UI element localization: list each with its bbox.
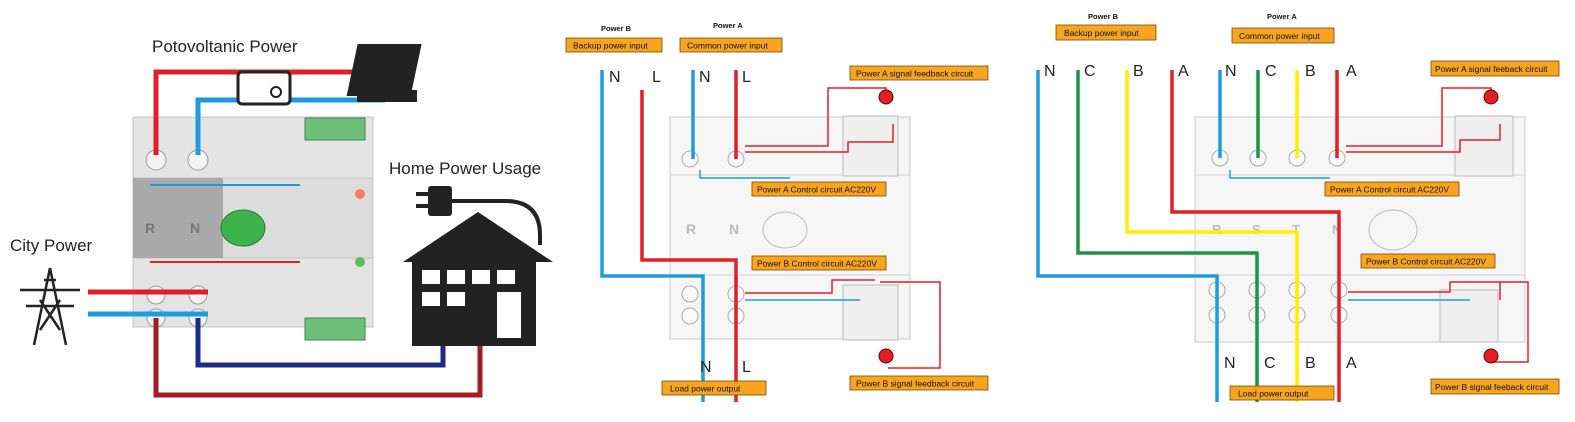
terminal-top-c-backup-3: C (1084, 63, 1096, 80)
tag-feedback-a-3: Power A signal feeback circuit (1435, 64, 1548, 74)
panel-single-phase: R N N L N L N L Power B Power A Backup p… (565, 21, 989, 402)
terminal-bottom-b-3: B (1305, 355, 1316, 372)
lamp-feedback-b (878, 348, 894, 364)
device-label-t-3: T (1292, 222, 1300, 237)
terminal-block-top (304, 117, 366, 141)
tag-load-output-3: Load power output (1238, 389, 1309, 399)
tag-backup-input-3: Backup power input (1064, 28, 1139, 38)
panel-three-phase: R S T N N C B A N C B A N C B A (1036, 12, 1560, 402)
terminal-top-n-common-3: N (1225, 63, 1237, 80)
indicator-b (355, 257, 365, 267)
terminal-bottom-a-3: A (1346, 355, 1357, 372)
wire-pv-red (153, 69, 385, 155)
wire-backup-b-3 (1125, 70, 1299, 402)
tag-control-b: Power B Control circuit AC220V (757, 259, 877, 269)
terminal-top-b-common-3: B (1305, 63, 1316, 80)
terminal-top-n-backup: N (609, 69, 621, 86)
plug-icon (416, 186, 542, 245)
indicator-a (355, 189, 365, 199)
device-label-s-3: S (1252, 222, 1261, 237)
wire-pv-blue (195, 97, 385, 155)
device-label-r-2: R (686, 221, 696, 237)
header-power-a: Power A (713, 21, 743, 30)
terminal-top-b-backup-3: B (1133, 63, 1144, 80)
terminal-top-l-common: L (742, 69, 751, 86)
device-label-n: N (190, 220, 200, 236)
tag-feedback-a: Power A signal feedback circuit (856, 69, 974, 79)
lamp-feedback-b-3 (1483, 348, 1499, 364)
label-photovoltaic: Potovoltanic Power (152, 37, 298, 56)
wire-home-maroon (153, 318, 483, 398)
wire-backup-l (640, 90, 738, 402)
tag-control-a: Power A Control circuit AC220V (757, 185, 876, 195)
selector-knob (220, 209, 266, 247)
terminal-bottom-l: L (742, 359, 751, 376)
label-city-power: City Power (10, 236, 93, 255)
wire-backup-n-3 (1036, 70, 1219, 402)
terminal-bottom-n: N (700, 359, 712, 376)
wire-backup-c-3 (1076, 70, 1259, 402)
panel-photovoltaic-home: R N Potovoltanic Power (10, 37, 553, 398)
wire-backup-a-3 (1170, 70, 1341, 402)
power-pylon-icon (20, 267, 80, 346)
terminal-top-n-backup-3: N (1044, 63, 1056, 80)
tag-common-input: Common power input (687, 41, 768, 51)
tag-control-b-3: Power B Control circuit AC220V (1366, 257, 1486, 267)
device-label-r-3: R (1212, 222, 1222, 237)
terminal-top-a-common-3: A (1346, 63, 1357, 80)
terminal-top-c-common-3: C (1265, 63, 1277, 80)
wire-home-navy (195, 318, 446, 368)
solar-panel-icon (346, 44, 422, 102)
terminal-top-n-common: N (699, 69, 711, 86)
tag-common-input-3: Common power input (1239, 31, 1320, 41)
device-label-n-2: N (729, 221, 739, 237)
tag-control-a-3: Power A Control circuit AC220V (1330, 185, 1449, 195)
header-power-a-3: Power A (1267, 12, 1297, 21)
header-power-b: Power B (601, 24, 632, 33)
tag-feedback-b: Power B signal feedback circuit (856, 379, 975, 389)
device-label-r: R (145, 220, 155, 236)
tag-load-output: Load power output (670, 384, 741, 394)
terminal-bottom-c-3: C (1264, 355, 1276, 372)
inverter-icon (236, 70, 292, 106)
lamp-feedback-a-3 (1483, 89, 1499, 105)
lamp-feedback-a (878, 89, 894, 105)
label-home-usage: Home Power Usage (389, 159, 541, 178)
device-label-n-3: N (1332, 222, 1341, 237)
terminal-top-a-backup-3: A (1178, 63, 1189, 80)
house-icon (403, 212, 553, 346)
tag-feedback-b-3: Power B signal feeback circuit (1435, 382, 1549, 392)
terminal-block-bottom (304, 317, 366, 341)
terminal-bottom-n-3: N (1224, 355, 1236, 372)
terminal-top-l-backup: L (652, 69, 661, 86)
header-power-b-3: Power B (1088, 12, 1119, 21)
wire-backup-n (600, 70, 705, 402)
tag-backup-input: Backup power input (573, 41, 648, 51)
